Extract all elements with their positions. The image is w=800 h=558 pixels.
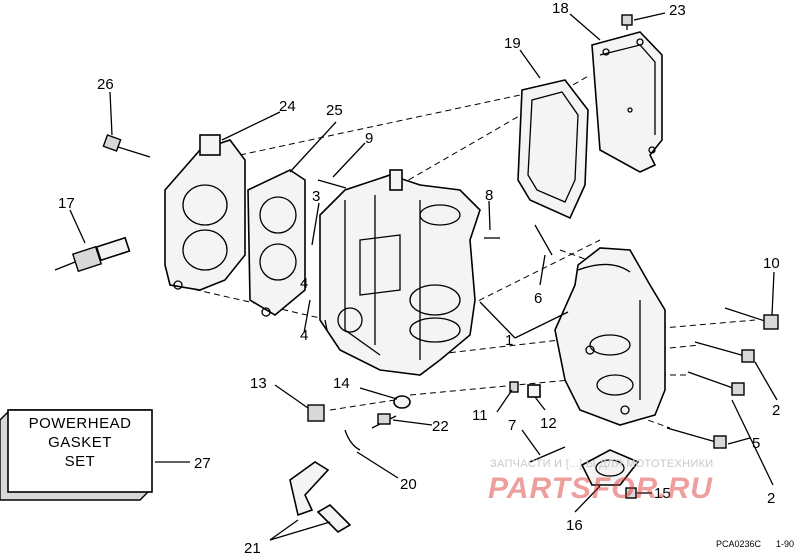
callout-12: 12 [540,415,557,432]
callout-3: 3 [312,188,320,205]
leader-lines [69,12,778,541]
callout-25: 25 [326,102,343,119]
callout-13: 13 [250,375,267,392]
part-screw-23 [621,14,633,30]
callout-27: 27 [194,455,211,472]
callout-7: 7 [508,417,516,434]
part-bolt-2b [687,371,745,396]
part-hose-21 [289,461,352,534]
watermark-logo: PARTSFOR.RU [488,472,713,505]
part-cylinder-block [319,169,481,376]
callout-24: 24 [279,98,296,115]
part-cover-gasket [517,79,589,220]
callout-8: 8 [485,187,493,204]
part-spark-plug [54,236,131,273]
callout-15: 15 [654,485,671,502]
part-check-valve-11 [509,381,519,393]
watermark-text: ЗАПЧАСТИ И [...] Ы ДЛЯ МОТОТЕХНИКИ [490,458,714,470]
callout-4: 4 [300,275,308,292]
part-dowel-6 [534,224,553,256]
part-plug-13 [307,404,325,422]
part-intake-manifold [164,134,246,291]
callout-1: 1 [505,332,513,349]
callout-14: 14 [333,375,350,392]
callout-9: 9 [365,130,373,147]
part-bolt-2a [694,341,755,363]
callout-labels: 1 2 2 3 4 4 5 6 7 8 9 10 11 12 13 14 15 … [58,0,780,557]
gasket-set-line-2: GASKET [48,434,112,451]
gasket-set-box [0,409,153,501]
gasket-set-label: POWERHEAD GASKET SET [8,414,152,471]
callout-26: 26 [97,76,114,93]
part-bolt-10 [724,307,779,330]
part-manifold-gasket [247,169,306,317]
part-bolt-5 [666,427,727,449]
callout-16: 16 [566,517,583,534]
part-bolt-26 [102,134,151,158]
callout-2b: 2 [767,490,775,507]
callout-20: 20 [400,476,417,493]
callout-18: 18 [552,0,569,17]
part-pin-7 [529,446,566,463]
part-pin-9 [317,179,347,189]
callout-21: 21 [244,540,261,553]
part-plug-12 [527,384,541,398]
gasket-set-line-1: POWERHEAD [28,415,132,432]
callout-19: 19 [504,35,521,52]
callout-10: 10 [763,255,780,272]
callout-23: 23 [669,2,686,19]
alignment-lines [174,74,756,429]
part-washer-14 [393,395,411,409]
callout-4b: 4 [300,327,308,344]
part-screw-15 [625,487,637,499]
part-cover-plate [591,31,663,173]
callout-11: 11 [472,407,488,424]
callout-17: 17 [58,195,75,212]
part-crankcase-cover [554,247,666,426]
part-seal-16 [580,449,640,486]
page-reference: 1-90 [776,539,795,549]
gasket-set-line-3: SET [64,453,96,470]
callout-6: 6 [534,290,542,307]
callout-5: 5 [752,435,760,452]
figure-code: PCA0236C [716,539,762,549]
part-clip-20 [344,429,361,451]
callout-22: 22 [432,418,449,435]
part-fitting-22 [371,413,397,429]
callout-2: 2 [772,402,780,419]
